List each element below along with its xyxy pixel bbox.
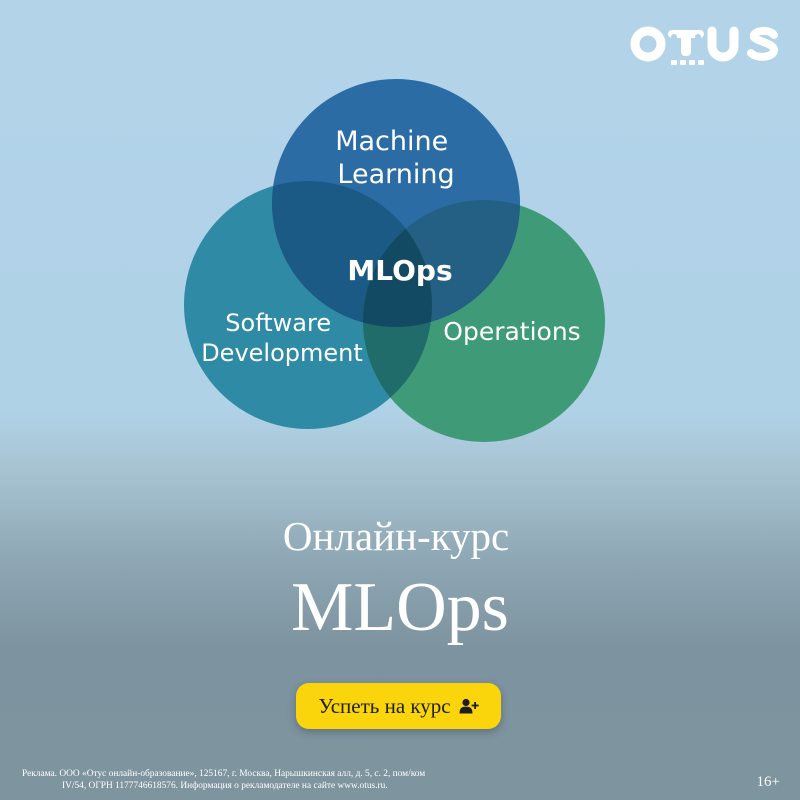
user-add-icon [459,698,479,714]
legal-line-2: IV/54, ОГРН 1177746618576. Информация о … [62,781,388,791]
mlops-center-label: MLOps [347,254,452,287]
legal-line-1: Реклама. ООО «Отус онлайн-образование», … [22,769,426,779]
enroll-button[interactable]: Успеть на курс [296,683,501,729]
course-subtitle: Онлайн-курс [282,513,510,559]
operations-label: Operations [443,317,580,346]
enroll-button-label: Успеть на курс [318,693,451,718]
machine-learning-label: Machine Learning [335,126,457,190]
otus-logo-mark [630,26,779,65]
mlops-center-region [363,200,432,327]
age-rating-badge: 16+ [756,774,780,790]
mlops-venn-diagram: Machine Learning Software Development Op… [180,79,615,450]
venn-svg: Machine Learning Software Development Op… [184,79,605,442]
course-title: MLOps [291,569,509,646]
otus-logo[interactable] [630,22,780,68]
software-development-label: Software Development [201,309,363,367]
legal-disclaimer: Реклама. ООО «Отус онлайн-образование», … [22,768,722,792]
